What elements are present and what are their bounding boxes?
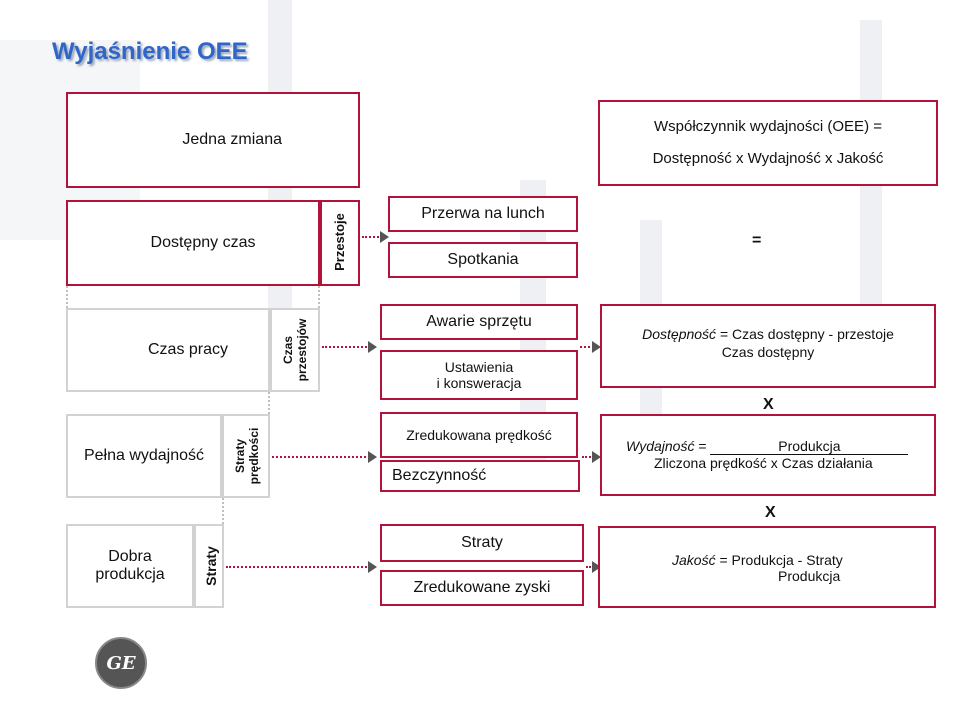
przestoje-label: Przestoje [332, 213, 347, 271]
zredukowana-label: Zredukowana prędkość [406, 427, 552, 443]
ustawienia-label-1: Ustawienia [444, 359, 514, 375]
arrow-head [592, 561, 601, 573]
jedna-zmiana-box: Jedna zmiana [66, 92, 360, 188]
straty-label: Straty [203, 546, 219, 586]
jakosc-box: Jakość = Produkcja - Straty Produkcja [598, 526, 936, 608]
multiply-sign-2: X [765, 504, 776, 521]
dobra-produkcja-label-1: Dobra [108, 548, 152, 565]
arrow-head [592, 341, 601, 353]
straty-mid-box: Straty [380, 524, 584, 562]
dostepny-czas-label: Dostępny czas [150, 234, 256, 251]
zredukowane-zyski-box: Zredukowane zyski [380, 570, 584, 606]
jakosc-denominator: Produkcja [778, 568, 841, 584]
page-title: Wyjaśnienie OEE [52, 38, 248, 65]
dostepnosc-denominator: Czas dostępny [721, 344, 815, 360]
arrow-head [380, 231, 389, 243]
arrow-head [368, 561, 377, 573]
dostepny-czas-box: Dostępny czas [66, 200, 320, 286]
arrow-line [582, 456, 594, 458]
connector [318, 286, 320, 308]
pelna-wydajnosc-label: Pełna wydajność [83, 447, 205, 464]
wydajnosc-denominator: Zliczona prędkość x Czas działania [654, 455, 873, 471]
jedna-zmiana-label: Jedna zmiana [182, 131, 282, 148]
dostepnosc-box: Dostępność = Czas dostępny - przestoje C… [600, 304, 936, 388]
dostepnosc-formula: Dostępność = Czas dostępny - przestoje [642, 326, 894, 342]
arrow-head [592, 451, 601, 463]
jakosc-formula: Jakość = Produkcja - Straty [672, 552, 843, 568]
ustawienia-label-2: i konsweracja [436, 375, 522, 391]
bezczynnosc-label: Bezczynność [392, 467, 487, 484]
awarie-box: Awarie sprzętu [380, 304, 578, 340]
arrow-line [362, 236, 382, 238]
straty-mid-label: Straty [461, 534, 503, 551]
arrow-head [368, 341, 377, 353]
dobra-produkcja-box: Dobra produkcja [66, 524, 194, 608]
pelna-wydajnosc-box: Pełna wydajność [66, 414, 222, 498]
czas-pracy-label: Czas pracy [147, 341, 229, 358]
oee-box: Współczynnik wydajności (OEE) = Dostępno… [598, 100, 938, 186]
wydajnosc-label: Wydajność [626, 438, 695, 454]
connector [268, 392, 270, 414]
multiply-sign-1: X [763, 396, 774, 413]
straty-box: Straty [194, 524, 224, 608]
czas-pracy-box: Czas pracy [66, 308, 270, 392]
wydajnosc-box: Wydajność = Produkcja Zliczona prędkość … [600, 414, 936, 496]
connector [222, 498, 224, 524]
equals-sign: = [752, 232, 762, 249]
dostepnosc-label: Dostępność [642, 326, 717, 342]
spotkania-label: Spotkania [447, 251, 519, 268]
zredukowana-box: Zredukowana prędkość [380, 412, 578, 458]
jakosc-label: Jakość [672, 552, 716, 568]
arrow-line [322, 346, 370, 348]
arrow-line [586, 566, 594, 568]
connector [66, 286, 68, 308]
awarie-label: Awarie sprzętu [426, 313, 532, 330]
arrow-line [226, 566, 370, 568]
przerwa-box: Przerwa na lunch [388, 196, 578, 232]
przerwa-label: Przerwa na lunch [421, 205, 545, 222]
przestoje-box: Przestoje [320, 200, 360, 286]
ge-logo-icon: GE [95, 637, 147, 689]
oee-line2: Dostępność x Wydajność x Jakość [652, 150, 884, 167]
ustawienia-box: Ustawienia i konsweracja [380, 350, 578, 400]
wydajnosc-formula: Wydajność = Produkcja [602, 438, 934, 455]
oee-line1: Współczynnik wydajności (OEE) = [654, 118, 882, 135]
spotkania-box: Spotkania [388, 242, 578, 278]
bezczynnosc-box: Bezczynność [380, 460, 580, 492]
wydajnosc-numerator: Produkcja [710, 438, 909, 455]
arrow-head [368, 451, 377, 463]
arrow-line [580, 346, 594, 348]
dobra-produkcja-label-2: produkcja [95, 566, 165, 583]
zredukowane-zyski-label: Zredukowane zyski [413, 579, 551, 596]
arrow-line [272, 456, 370, 458]
